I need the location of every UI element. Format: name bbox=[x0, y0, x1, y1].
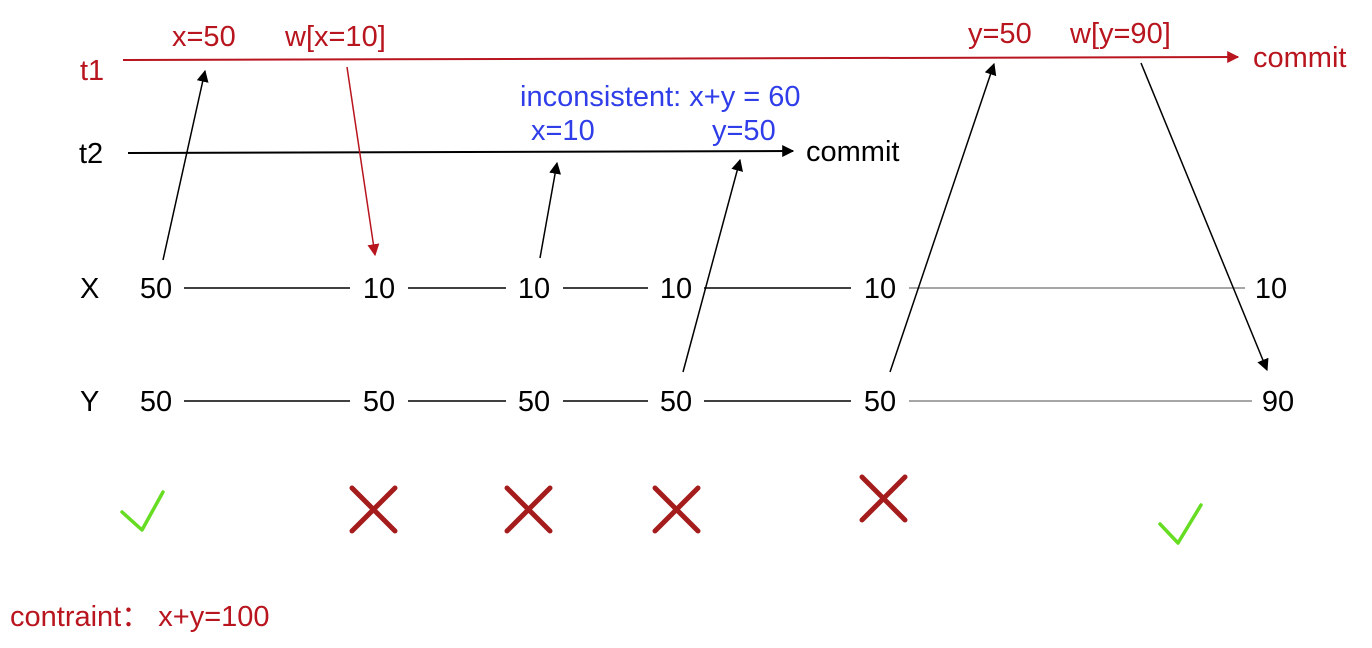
y-value: 90 bbox=[1262, 386, 1294, 418]
t1-write-y-arrow bbox=[1140, 62, 1269, 372]
t1-write-y-label: w[y=90] bbox=[1069, 18, 1171, 50]
t2-timeline bbox=[127, 145, 795, 158]
t1-read-x-arrow bbox=[162, 69, 209, 261]
y-value: 50 bbox=[363, 386, 395, 418]
x-value: 50 bbox=[140, 273, 172, 305]
y-value: 50 bbox=[864, 386, 896, 418]
x-row-label: X bbox=[80, 273, 99, 305]
t2-read-x-arrow bbox=[539, 161, 562, 259]
t1-commit-label: commit bbox=[1253, 42, 1346, 74]
y-row-label: Y bbox=[80, 386, 99, 418]
x-value: 10 bbox=[363, 273, 395, 305]
y-value: 50 bbox=[140, 386, 172, 418]
t1-write-x-arrow bbox=[346, 66, 380, 257]
t1-timeline bbox=[122, 51, 1240, 64]
annotation-inconsistent: inconsistent: x+y = 60 bbox=[520, 81, 801, 113]
x-value: 10 bbox=[518, 273, 550, 305]
x-value: 10 bbox=[660, 273, 692, 305]
y-value: 50 bbox=[518, 386, 550, 418]
cross-icon bbox=[652, 485, 701, 534]
t1-read-x-label: x=50 bbox=[172, 21, 236, 53]
check-icon bbox=[1158, 503, 1203, 545]
cross-icon bbox=[349, 485, 398, 534]
t2-read-y-arrow bbox=[682, 158, 743, 373]
t1-label: t1 bbox=[80, 55, 104, 87]
x-value: 10 bbox=[1255, 273, 1287, 305]
cross-icon bbox=[859, 474, 908, 523]
y-value: 50 bbox=[660, 386, 692, 418]
t2-label: t2 bbox=[79, 138, 103, 170]
check-icon bbox=[120, 490, 165, 532]
t1-read-y-label: y=50 bbox=[968, 18, 1032, 50]
t1-read-y-arrow bbox=[889, 62, 997, 373]
t2-commit-label: commit bbox=[806, 136, 899, 168]
constraint-label: contraint： x+y=100 bbox=[10, 601, 270, 633]
t1-write-x-label: w[x=10] bbox=[284, 21, 386, 53]
cross-icon bbox=[504, 485, 553, 534]
t2-read-x-label: x=10 bbox=[531, 115, 595, 147]
t2-read-y-label: y=50 bbox=[712, 115, 776, 147]
x-value: 10 bbox=[864, 273, 896, 305]
